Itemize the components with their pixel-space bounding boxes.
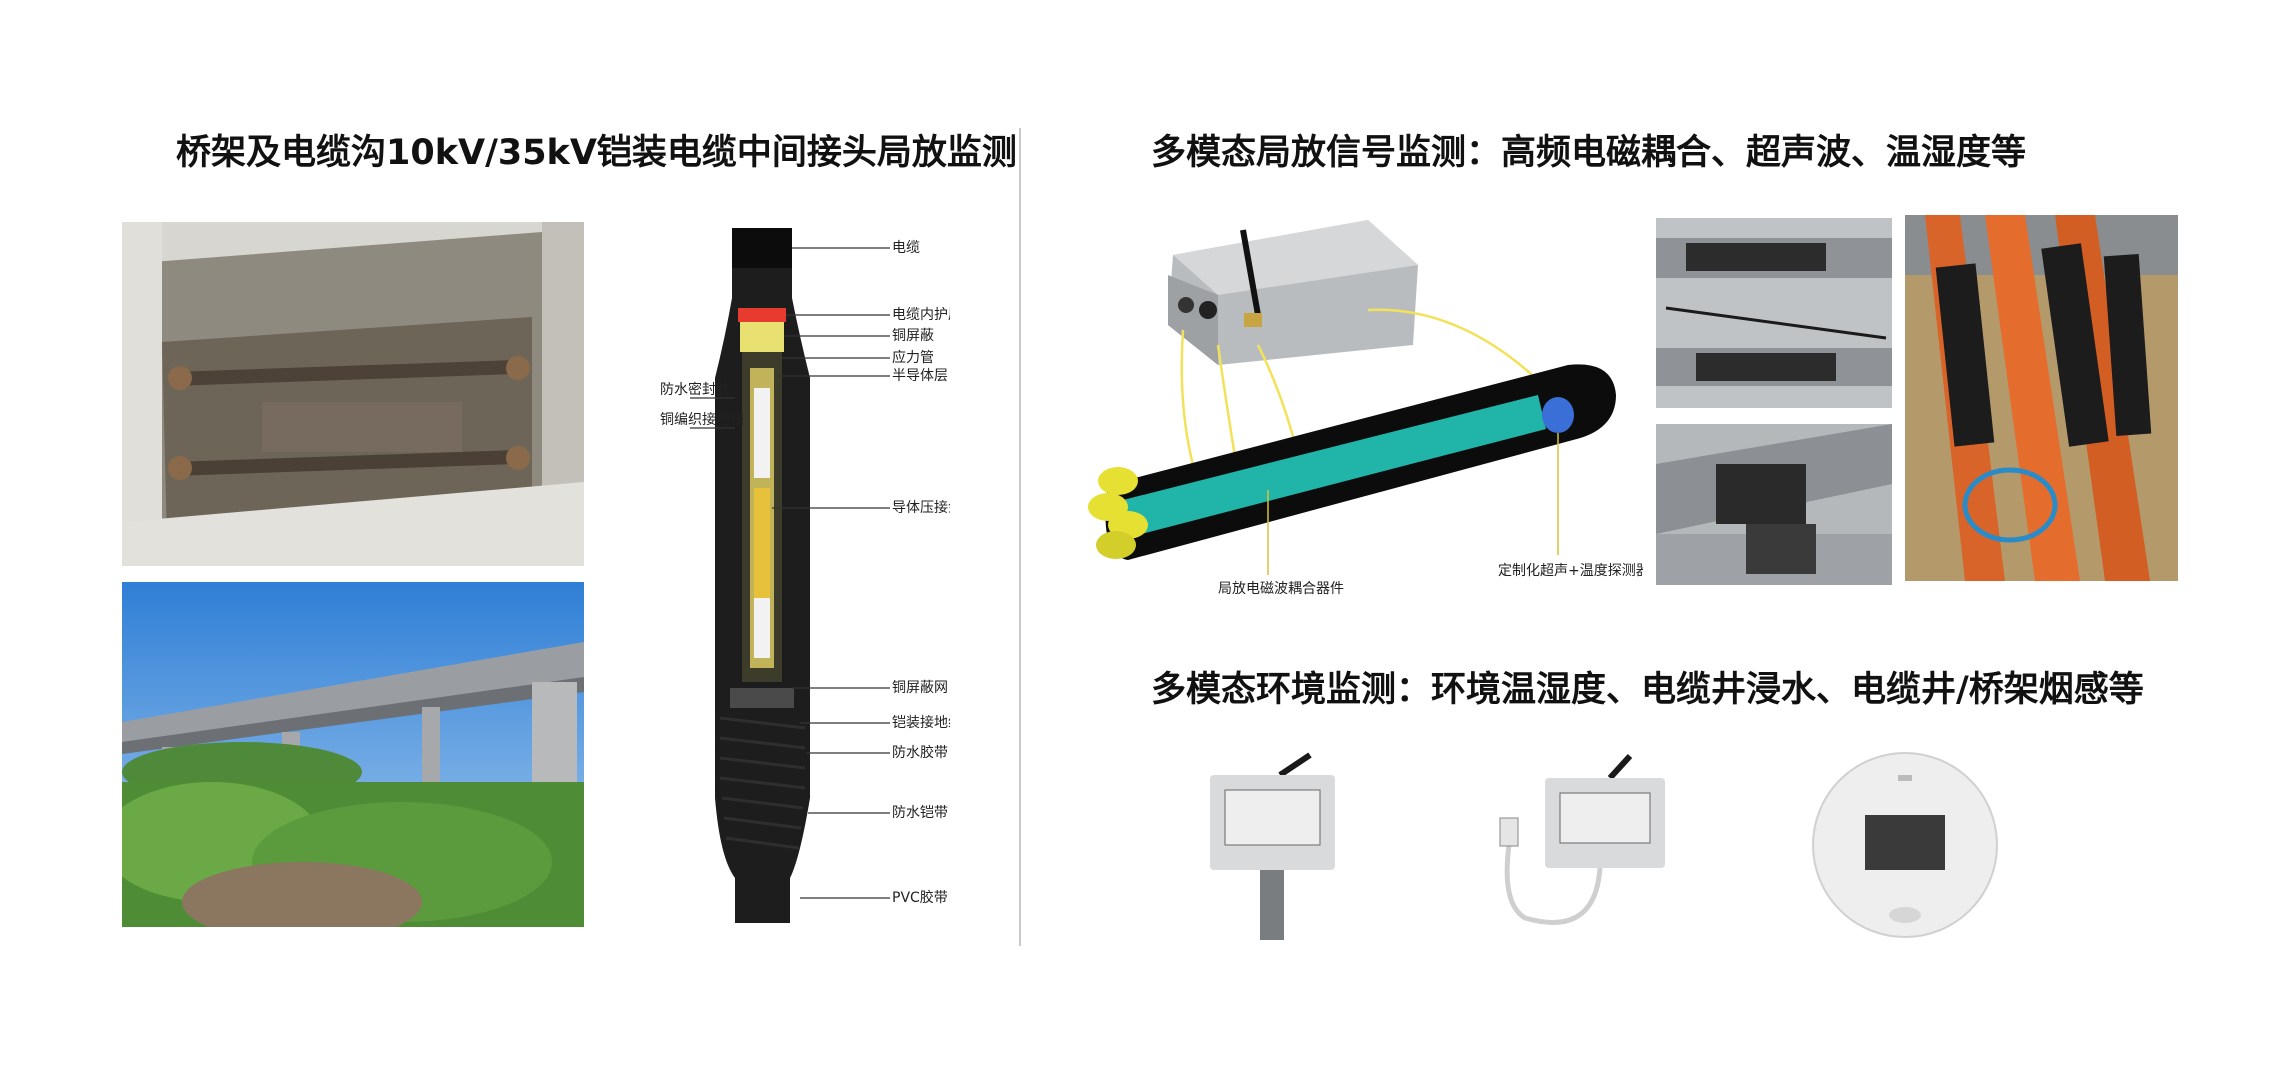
label-inner-sheath: 电缆内护层	[892, 307, 950, 323]
water-immersion-sensor	[1485, 748, 1675, 948]
installed-sensor-photo-bottom	[1656, 424, 1892, 585]
label-waterproof: 防水胶带	[892, 744, 948, 761]
left-section-title: 桥架及电缆沟10kV/35kV铠装电缆中间接头局放监测	[176, 133, 1017, 173]
label-left-seal: 防水密封胶	[660, 381, 730, 398]
label-shield-mesh: 铜屏蔽网	[892, 680, 948, 696]
label-copper-shield: 铜屏蔽	[892, 328, 934, 344]
temp-humidity-sensor	[1205, 745, 1347, 945]
monitoring-schematic: 局放电磁波耦合器件 定制化超声+温度探测器件	[1068, 215, 1643, 600]
label-semi-layer: 半导体层	[892, 368, 948, 384]
cable-joint-diagram: 电缆 电缆内护层 铜屏蔽 应力管 半导体层 导体压接金具 铜屏蔽网 铠装接地线 …	[660, 218, 950, 930]
sensor-label: 定制化超声+温度探测器件	[1498, 563, 1643, 579]
label-conductor: 导体压接金具	[892, 499, 950, 516]
label-armor-tape: 防水铠带	[892, 805, 948, 821]
vertical-divider	[1019, 128, 1021, 946]
orange-cable-sensor-photo	[1905, 215, 2178, 581]
smoke-sensor	[1810, 750, 2000, 940]
label-cable: 电缆	[892, 240, 920, 256]
bridge-photo	[122, 582, 584, 927]
label-stress-cone: 应力管	[892, 349, 934, 366]
cable-trench-photo	[122, 222, 584, 566]
env-section-title: 多模态环境监测：环境温湿度、电缆井浸水、电缆井/桥架烟感等	[1151, 670, 2144, 710]
right-section-title: 多模态局放信号监测：高频电磁耦合、超声波、温湿度等	[1151, 133, 2027, 173]
installed-sensor-photo-top	[1656, 218, 1892, 408]
label-ground-wire: 铠装接地线	[892, 714, 950, 731]
coupler-label: 局放电磁波耦合器件	[1218, 581, 1344, 597]
label-left-ground: 铜编织接地线	[660, 411, 744, 428]
label-pvc-tape: PVC胶带	[892, 889, 948, 906]
